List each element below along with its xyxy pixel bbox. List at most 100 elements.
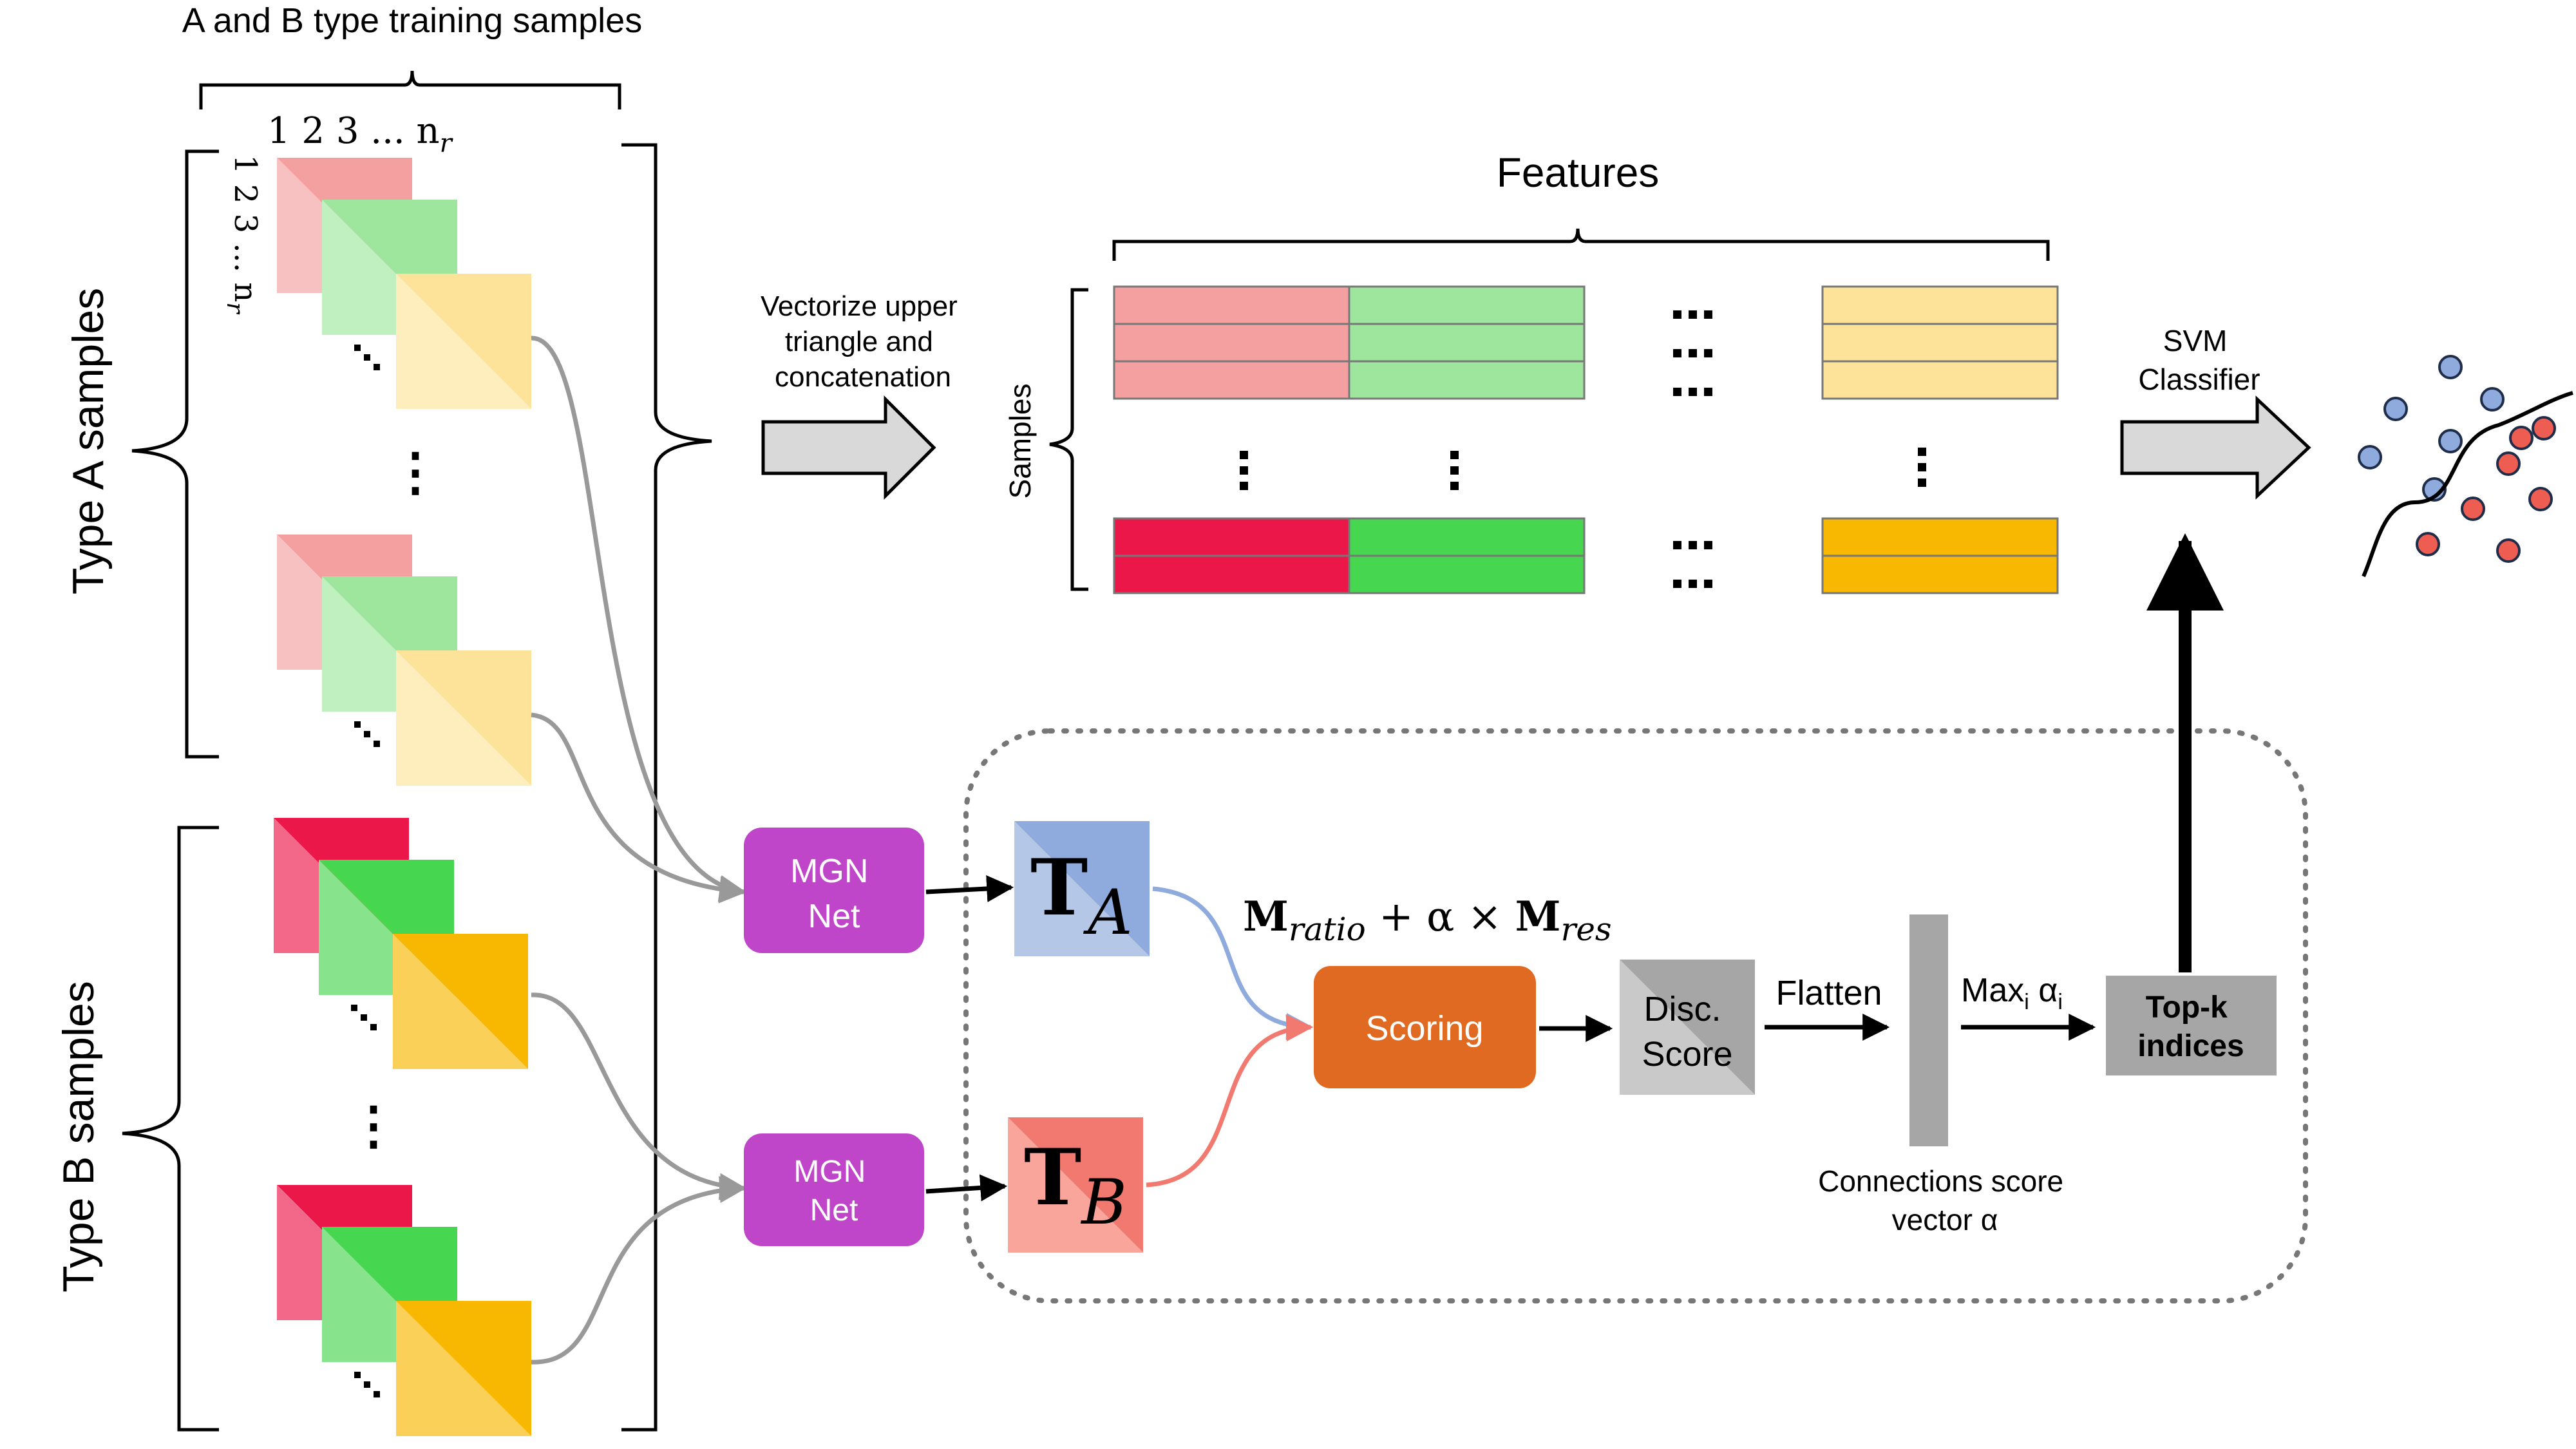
class-b-point <box>2496 538 2521 563</box>
feature-column-ellipsis <box>1704 388 1712 396</box>
feature-cell <box>1113 517 1350 557</box>
type-a-stack-2-ellipsis-dot <box>354 721 361 728</box>
sample-row-ellipsis <box>1918 463 1926 471</box>
scoring-box <box>1314 966 1536 1088</box>
class-a-point <box>2383 397 2408 421</box>
class-b-point <box>2528 487 2553 511</box>
scoring-block: Scoring <box>1314 966 1536 1088</box>
training-samples-label: A and B type training samples <box>182 1 642 40</box>
feature-column-ellipsis <box>1704 310 1712 319</box>
feature-cell <box>1348 360 1586 400</box>
connector-b2 <box>531 1176 747 1365</box>
tensor-a: TA <box>1014 821 1150 956</box>
samples-brace <box>1049 288 1088 591</box>
tensor-b: TB <box>1008 1117 1143 1253</box>
svg-text:TA: TA <box>1030 842 1133 949</box>
feature-column-ellipsis <box>1704 580 1712 588</box>
type-b-stack-2-ellipsis-dot <box>354 1372 361 1378</box>
sample-row-ellipsis <box>1450 482 1459 490</box>
feature-column-ellipsis <box>1673 349 1681 357</box>
index-row-label: 1 2 3 ... nr <box>267 110 454 158</box>
type-b-stack-2-matrix-3-lower <box>396 1301 531 1436</box>
type-a-stack-1-matrix-3-lower <box>396 274 531 409</box>
decision-boundary <box>2362 391 2573 578</box>
svg-text:Scoring: Scoring <box>1365 1009 1483 1048</box>
class-b-point <box>2532 416 2556 440</box>
class-a-point <box>2438 355 2463 379</box>
class-b-point <box>2496 451 2521 476</box>
class-a-point <box>2438 429 2463 453</box>
svg-text:Disc. Score: Disc. Score <box>1642 990 1732 1074</box>
feature-cell <box>1348 285 1586 325</box>
feature-column-ellipsis <box>1689 388 1697 396</box>
sample-row-ellipsis <box>1918 478 1926 487</box>
feature-column-ellipsis <box>1673 541 1681 549</box>
class-a-point <box>2422 477 2447 502</box>
class-a-point <box>2480 387 2505 412</box>
type-a-stack-1-ellipsis-dot <box>374 364 380 370</box>
type-b-brace <box>122 826 219 1432</box>
feature-column-ellipsis <box>1704 541 1712 549</box>
classifier-scatter <box>2358 355 2556 563</box>
samples-group-brace <box>621 143 712 1432</box>
type-b-stack-2-ellipsis-dot <box>364 1381 370 1388</box>
type-b-stack-1-ellipsis-dot <box>351 1005 357 1011</box>
connections-label: Connections score vector α <box>1818 1164 2072 1236</box>
type-b-label: Type B samples <box>54 981 103 1293</box>
class-b-point <box>2416 532 2440 556</box>
type-b-ellipsis: ⋮ <box>348 1097 399 1154</box>
mgn-net-b-box <box>744 1133 924 1246</box>
svm-label: SVM Classifier <box>2138 324 2260 396</box>
type-a-brace <box>131 149 219 759</box>
mgn-net-b: MGN Net <box>744 1133 924 1246</box>
svg-text:MGN Net: MGN Net <box>790 853 878 935</box>
svg-text:MGN Net: MGN Net <box>793 1155 874 1227</box>
feature-matrix <box>1113 285 2059 594</box>
class-b-point <box>2461 497 2485 521</box>
svm-arrow <box>2120 395 2311 500</box>
type-a-stack-1-ellipsis-dot <box>364 354 370 361</box>
features-label: Features <box>1497 149 1660 196</box>
samples-label: Samples <box>1003 384 1037 499</box>
feature-cell <box>1113 554 1350 594</box>
vectorize-arrow <box>761 395 936 500</box>
svg-text:Top-k indices: Top-k indices <box>2137 990 2244 1063</box>
type-a-stack-2-ellipsis-dot <box>364 731 370 737</box>
feature-column-ellipsis <box>1673 580 1681 588</box>
type-b-stack-2-ellipsis-dot <box>374 1391 380 1397</box>
class-a-point <box>2358 445 2382 469</box>
connector-a1 <box>531 336 747 902</box>
sample-row-ellipsis <box>1918 448 1926 456</box>
svg-text:TB: TB <box>1024 1132 1127 1238</box>
vectorize-label: Vectorize upper triangle and concatenati… <box>761 290 965 393</box>
scoring-region <box>963 728 2308 1303</box>
topk-block: Top-k indices <box>2106 976 2277 1075</box>
type-b-stack-1-ellipsis-dot <box>361 1014 367 1021</box>
topk-box <box>2106 976 2277 1075</box>
connector-tb-to-scoring <box>1146 1014 1314 1188</box>
sample-row-ellipsis <box>1450 466 1459 475</box>
connections-score-vector <box>1909 914 1948 1146</box>
mgn-net-a-box <box>744 828 924 953</box>
feature-cell <box>1348 517 1586 557</box>
sample-row-ellipsis <box>1240 451 1248 459</box>
class-b-point <box>2509 426 2533 450</box>
sample-connectors <box>531 336 747 1365</box>
type-a-stack-2-ellipsis-dot <box>374 741 380 747</box>
feature-cell <box>1113 360 1350 400</box>
type-a-stack-1-ellipsis-dot <box>354 345 361 351</box>
feature-column-ellipsis <box>1673 388 1681 396</box>
feature-cell <box>1113 323 1350 363</box>
sample-row-ellipsis <box>1240 482 1248 490</box>
feature-cell <box>1113 285 1350 325</box>
feature-column-ellipsis <box>1673 310 1681 319</box>
arrow-mgn-a-to-ta <box>925 875 1014 902</box>
type-a-stack-2-matrix-3-lower <box>396 650 531 786</box>
mgn-net-a: MGN Net <box>744 828 924 953</box>
feature-column-ellipsis <box>1689 310 1697 319</box>
connector-b1 <box>531 992 747 1200</box>
feature-cell <box>1821 517 2059 557</box>
disc-score-block: Disc. Score <box>1620 960 1755 1095</box>
type-b-stack-1-ellipsis-dot <box>370 1024 377 1030</box>
type-b-stack-1-matrix-3-lower <box>393 934 528 1069</box>
